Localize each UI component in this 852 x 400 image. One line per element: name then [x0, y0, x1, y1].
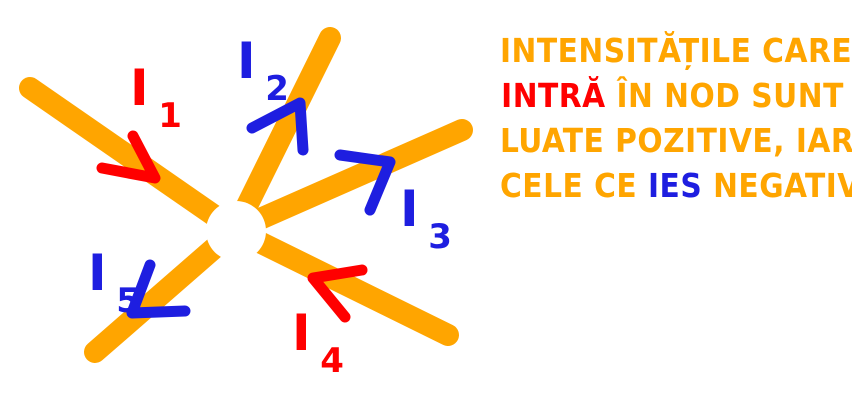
label-i5-letter: I — [88, 244, 107, 302]
caption-line-4-rest: NEGATIVE — [713, 166, 852, 205]
label-i2: I 2 — [237, 32, 289, 109]
caption-line-4: CELE CE IES NEGATIVE — [500, 163, 852, 208]
arrow-i1 — [96, 130, 161, 184]
label-i1-letter: I — [130, 59, 149, 117]
label-i4: I 4 — [292, 304, 344, 381]
arrow-i2 — [246, 97, 309, 156]
arrow-i4 — [307, 264, 368, 323]
label-i1-index: 1 — [158, 96, 182, 136]
label-i3-letter: I — [400, 180, 419, 238]
arrow-i5 — [126, 259, 191, 319]
label-i2-letter: I — [237, 32, 256, 90]
label-i2-index: 2 — [265, 69, 289, 109]
wire-2 — [224, 27, 341, 241]
wire-4 — [224, 219, 459, 346]
arrow-i3 — [334, 149, 396, 216]
wire-5 — [84, 219, 246, 363]
caption-out-highlight: IES — [648, 166, 703, 205]
caption-line-4-start: CELE CE — [500, 166, 649, 205]
caption-in-highlight: INTRĂ — [501, 76, 606, 115]
caption-line-2-rest: ÎN NOD SUNT — [605, 76, 844, 115]
label-i5-index: 5 — [116, 281, 140, 321]
caption-line-2: INTRĂ ÎN NOD SUNT — [500, 73, 845, 118]
label-i4-index: 4 — [320, 341, 344, 381]
kirchhoff-rule-caption: INTENSITĂȚILE CARE INTRĂ ÎN NOD SUNT LUA… — [500, 28, 852, 208]
label-i5: I 5 — [88, 244, 140, 321]
label-i3-index: 3 — [428, 217, 452, 257]
wire-1 — [19, 77, 246, 241]
label-i1: I 1 — [130, 59, 182, 136]
label-i3: I 3 — [400, 180, 452, 257]
label-i4-letter: I — [292, 304, 311, 362]
caption-line-3: LUATE POZITIVE, IAR — [500, 121, 852, 160]
caption-line-1: INTENSITĂȚILE CARE — [500, 31, 852, 70]
node — [206, 201, 266, 261]
wire-3 — [224, 119, 473, 241]
